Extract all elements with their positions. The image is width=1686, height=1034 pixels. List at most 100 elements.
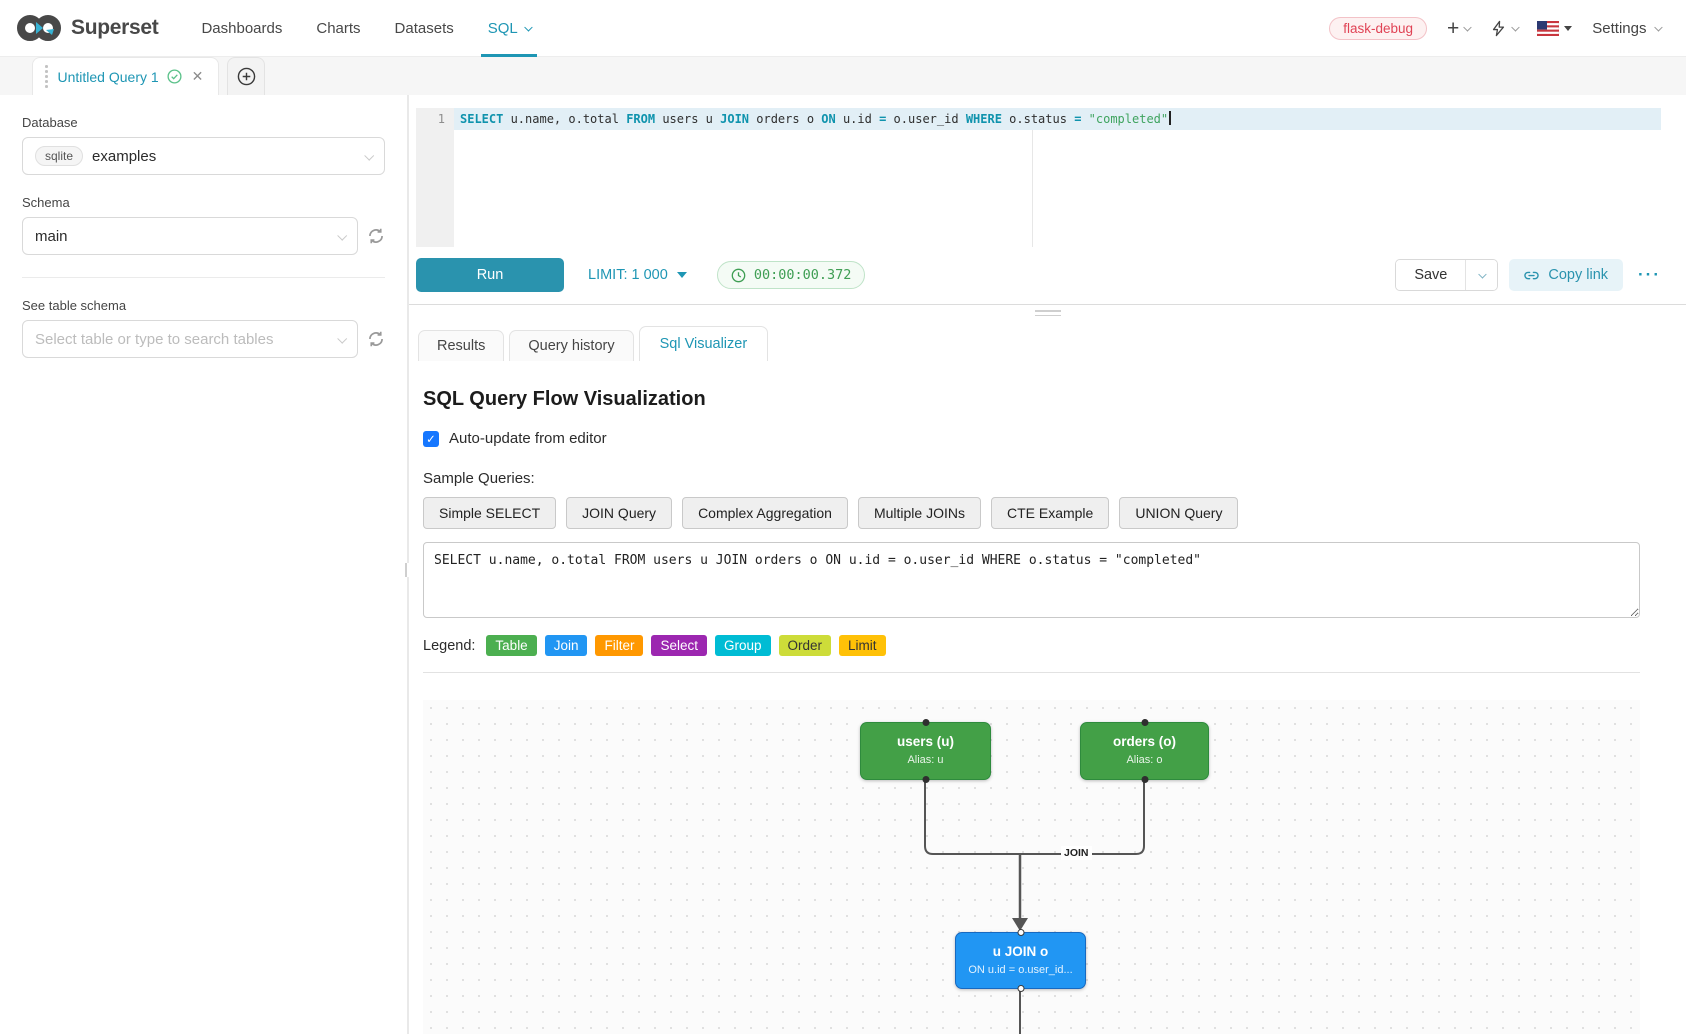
node-handle-top[interactable] (1017, 929, 1024, 936)
sqllab-sidebar: Database sqlite examples Schema main See… (0, 95, 407, 1034)
sql-token: = (879, 112, 887, 126)
active-nav-underline (480, 53, 538, 57)
plus-icon: + (1447, 16, 1460, 40)
auto-update-option[interactable]: ✓ Auto-update from editor (423, 430, 1647, 447)
save-button[interactable]: Save (1396, 260, 1466, 290)
flow-node-subtitle: ON u.id = o.user_id... (968, 964, 1073, 976)
node-handle-bottom[interactable] (1017, 985, 1024, 992)
sample-query-button-complex-aggregation[interactable]: Complex Aggregation (682, 497, 848, 529)
flow-node-orders[interactable]: orders (o)Alias: o (1080, 719, 1209, 783)
table-select[interactable]: Select table or type to search tables (22, 320, 358, 358)
sql-token: o.status (1001, 112, 1075, 126)
lightning-icon (1492, 20, 1504, 36)
infinity-logo-icon (17, 15, 61, 41)
refresh-tables-icon[interactable] (367, 330, 385, 348)
flow-edges (924, 780, 1145, 1034)
drag-handle-icon[interactable] (43, 65, 50, 88)
database-label: Database (22, 115, 78, 130)
chevron-down-icon (1511, 23, 1520, 32)
query-tab-active[interactable]: Untitled Query 1 ✕ (32, 57, 220, 95)
plus-circle-icon (237, 67, 256, 86)
editor-code-area[interactable]: SELECT u.name, o.total FROM users u JOIN… (454, 108, 1661, 247)
sample-query-button-simple-select[interactable]: Simple SELECT (423, 497, 557, 529)
us-flag-icon (1537, 20, 1560, 36)
close-tab-icon[interactable]: ✕ (191, 68, 204, 84)
sample-query-buttons: Simple SELECT JOIN Query Complex Aggregati… (423, 497, 1647, 529)
chevron-down-icon (1654, 23, 1662, 32)
sqllab-main: 1 SELECT u.name, o.total FROM users u JO… (409, 95, 1686, 1034)
flow-node-users[interactable]: users (u)Alias: u (860, 719, 991, 783)
new-item-menu[interactable]: + (1447, 16, 1472, 40)
sample-query-button-union-query[interactable]: UNION Query (1119, 497, 1239, 529)
flow-node-title: u JOIN o (992, 944, 1049, 959)
nav-item-sql[interactable]: SQL (471, 0, 548, 57)
nav-item-label: Charts (316, 19, 361, 37)
legend-chip-join: Join (544, 635, 588, 656)
node-handle-top[interactable] (1141, 719, 1148, 726)
line-number: 1 (437, 112, 445, 126)
node-handle-top[interactable] (922, 719, 929, 726)
nav-item-label: Datasets (394, 19, 454, 37)
sql-token: JOIN (720, 112, 750, 126)
database-select[interactable]: sqlite examples (22, 137, 385, 175)
more-actions-button[interactable]: ··· (1638, 265, 1661, 284)
save-dropdown-button[interactable] (1465, 260, 1498, 290)
schema-select[interactable]: main (22, 217, 358, 255)
superset-logo[interactable]: Superset (16, 13, 159, 43)
run-button[interactable]: Run (416, 258, 564, 292)
brand-name: Superset (71, 16, 159, 39)
result-tab-sql-visualizer[interactable]: Sql Visualizer (638, 326, 769, 361)
flow-node-title: users (u) (896, 734, 954, 749)
limit-dropdown[interactable]: LIMIT: 1 000 (588, 267, 687, 283)
nav-item-dashboards[interactable]: Dashboards (184, 0, 299, 57)
flow-canvas[interactable]: JOIN users (u)Alias: u orders (o)Alias: o… (423, 700, 1640, 1034)
schema-row: main (22, 217, 385, 255)
sql-token: orders o (749, 112, 822, 126)
copy-link-label: Copy link (1548, 267, 1609, 283)
sample-query-button-multiple-joins[interactable]: Multiple JOINs (857, 497, 981, 529)
node-handle-bottom[interactable] (1141, 776, 1148, 783)
sample-query-button-cte-example[interactable]: CTE Example (990, 497, 1110, 529)
result-tab-query-history[interactable]: Query history (509, 330, 634, 361)
join-edge-label: JOIN (1061, 846, 1092, 860)
query-search-menu[interactable] (1490, 20, 1520, 37)
nav-item-label: SQL (487, 19, 518, 37)
copy-link-button[interactable]: Copy link (1509, 259, 1624, 291)
legend-label: Legend: (423, 637, 476, 654)
node-handle-bottom[interactable] (922, 776, 929, 783)
auto-update-checkbox[interactable]: ✓ (423, 430, 439, 447)
flow-node-title: orders (o) (1112, 734, 1176, 749)
chevron-down-icon (364, 150, 375, 161)
legend-chip-table: Table (486, 635, 537, 656)
nav-item-datasets[interactable]: Datasets (378, 0, 471, 57)
flow-node-join1[interactable]: u JOIN o ON u.id = o.user_id... (955, 929, 1086, 992)
code-line-1[interactable]: SELECT u.name, o.total FROM users u JOIN… (454, 108, 1661, 130)
legend-chip-limit: Limit (839, 635, 886, 656)
settings-menu[interactable]: Settings (1592, 20, 1662, 37)
legend-chip-order: Order (778, 635, 832, 656)
result-tab-results[interactable]: Results (418, 330, 505, 361)
sample-query-button-join-query[interactable]: JOIN Query (566, 497, 673, 529)
nav-item-label: Dashboards (201, 19, 283, 37)
new-query-tab-button[interactable] (227, 57, 266, 95)
sql-visualizer-panel: SQL Query Flow Visualization ✓ Auto-upda… (409, 388, 1686, 1034)
legend-chip-select: Select (651, 635, 707, 656)
top-navbar: Superset Dashboards Charts Datasets SQL fla… (0, 0, 1686, 57)
database-engine-tag: sqlite (35, 146, 84, 166)
language-picker[interactable] (1537, 20, 1573, 36)
refresh-schema-icon[interactable] (367, 227, 385, 245)
check-circle-icon (167, 69, 182, 84)
sql-editor[interactable]: 1 SELECT u.name, o.total FROM users u JO… (416, 108, 1661, 247)
pane-resize-handle[interactable] (1034, 310, 1061, 316)
query-textarea[interactable] (423, 542, 1640, 618)
panel-title: SQL Query Flow Visualization (423, 388, 706, 410)
nav-item-charts[interactable]: Charts (299, 0, 377, 57)
print-margin-line (1032, 108, 1033, 247)
legend-chip-filter: Filter (595, 635, 644, 656)
pane-separator (409, 304, 1686, 305)
clock-icon (731, 268, 746, 282)
sql-token: WHERE (965, 112, 1002, 126)
environment-badge: flask-debug (1329, 16, 1428, 40)
